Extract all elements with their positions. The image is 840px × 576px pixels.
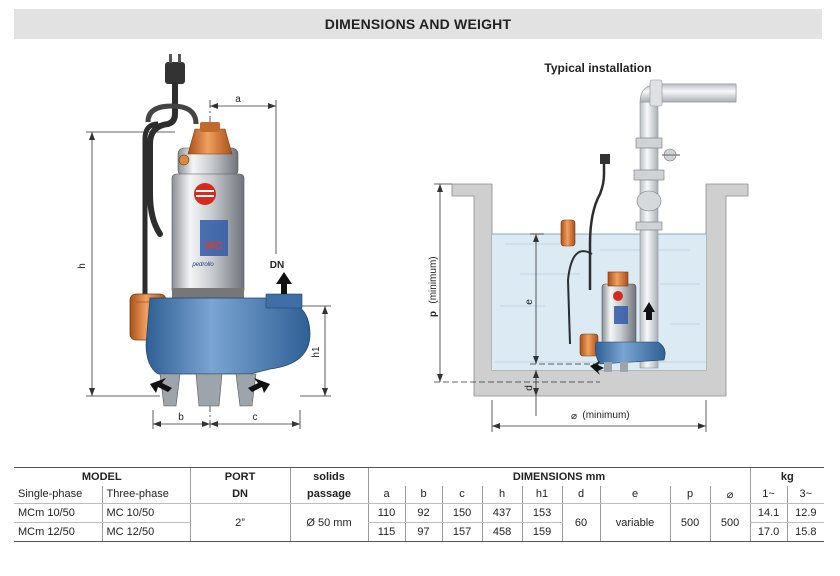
row1-kg1: 14.1 (749, 503, 788, 523)
row1-h1: 153 (521, 503, 563, 523)
d-value: 60 (561, 503, 601, 542)
row2-a: 115 (367, 522, 406, 542)
row2-c: 157 (441, 522, 483, 542)
section-title: DIMENSIONS AND WEIGHT (324, 16, 512, 32)
plug-icon (165, 62, 185, 84)
col-b-header: b (404, 485, 443, 504)
row2-h1: 159 (521, 522, 563, 542)
pump-volute (145, 297, 311, 375)
row1-b: 92 (404, 503, 443, 523)
col-diag-header: ⌀ (709, 485, 751, 504)
check-valve-icon (636, 190, 662, 212)
pump-drawing: a h h1 b c DN MC pedrollo (77, 54, 331, 429)
three-phase-header: Three-phase (101, 485, 191, 504)
dim-dn-label: DN (270, 260, 284, 271)
dim-c-label: c (253, 412, 258, 423)
dim-d-label: d (524, 385, 535, 391)
kg-three-header: 3~ (786, 485, 825, 504)
single-phase-header: Single-phase (14, 485, 102, 504)
technical-drawing: a h h1 b c DN MC pedrollo (77, 54, 749, 432)
col-e-header: e (599, 485, 671, 504)
specifications-table: MODEL PORT solids DIMENSIONS mm kg Singl… (14, 467, 825, 542)
col-a-header: a (367, 485, 406, 504)
p-value: 500 (669, 503, 711, 542)
diag-value: 500 (709, 503, 751, 542)
dim-p-minimum: (minimum) (428, 256, 439, 303)
port-value: 2” (189, 503, 291, 542)
dim-a-label: a (235, 94, 241, 105)
plug-icon-small (600, 154, 610, 164)
row1-single: MCm 10/50 (14, 503, 102, 523)
dim-h-label: h (77, 263, 88, 269)
installation-drawing: Typical installation (428, 61, 749, 432)
row1-three: MC 10/50 (101, 503, 191, 523)
dim-width-minimum: (minimum) (582, 410, 629, 421)
dim-h1-label: h1 (311, 346, 322, 358)
col-h1-header: h1 (521, 485, 563, 504)
model-badge: MC (205, 240, 222, 252)
row2-kg1: 17.0 (749, 522, 788, 542)
kg-single-header: 1~ (749, 485, 788, 504)
col-p-header: p (669, 485, 711, 504)
dim-b-label: b (178, 412, 184, 423)
installation-title: Typical installation (544, 61, 651, 75)
row2-h: 458 (481, 522, 523, 542)
kg-header: kg (749, 467, 825, 486)
diagonal-symbol-icon: ⌀ (571, 411, 577, 422)
section-title-banner: DIMENSIONS AND WEIGHT (14, 9, 822, 39)
dimensions-header: DIMENSIONS mm (367, 467, 751, 486)
table-row: MCm 10/50 MC 10/50 2” Ø 50 mm 110 92 150… (14, 503, 825, 542)
dim-e-label: e (524, 299, 535, 305)
discharge-pipe (655, 83, 737, 103)
row2-kg3: 15.8 (786, 522, 825, 542)
row1-a: 110 (367, 503, 406, 523)
dim-p-label: p (428, 311, 439, 317)
col-c-header: c (441, 485, 483, 504)
row2-three: MC 12/50 (101, 522, 191, 542)
e-value: variable (599, 503, 671, 542)
port-dn-header: DN (189, 485, 291, 504)
col-d-header: d (561, 485, 601, 504)
table-row: MCm 12/50 MC 12/50 115 97 157 458 159 17… (14, 522, 825, 542)
float-switch-small-icon (560, 219, 576, 247)
solids-header-2: passage (289, 485, 369, 504)
row2-single: MCm 12/50 (14, 522, 102, 542)
solids-value: Ø 50 mm (289, 503, 369, 542)
row2-b: 97 (404, 522, 443, 542)
row1-c: 150 (441, 503, 483, 523)
solids-header-1: solids (289, 467, 369, 486)
port-header: PORT (189, 467, 291, 486)
model-header: MODEL (14, 467, 191, 486)
row1-kg3: 12.9 (786, 503, 825, 523)
row1-h: 437 (481, 503, 523, 523)
brand-logo: pedrollo (191, 262, 214, 268)
col-h-header: h (481, 485, 523, 504)
